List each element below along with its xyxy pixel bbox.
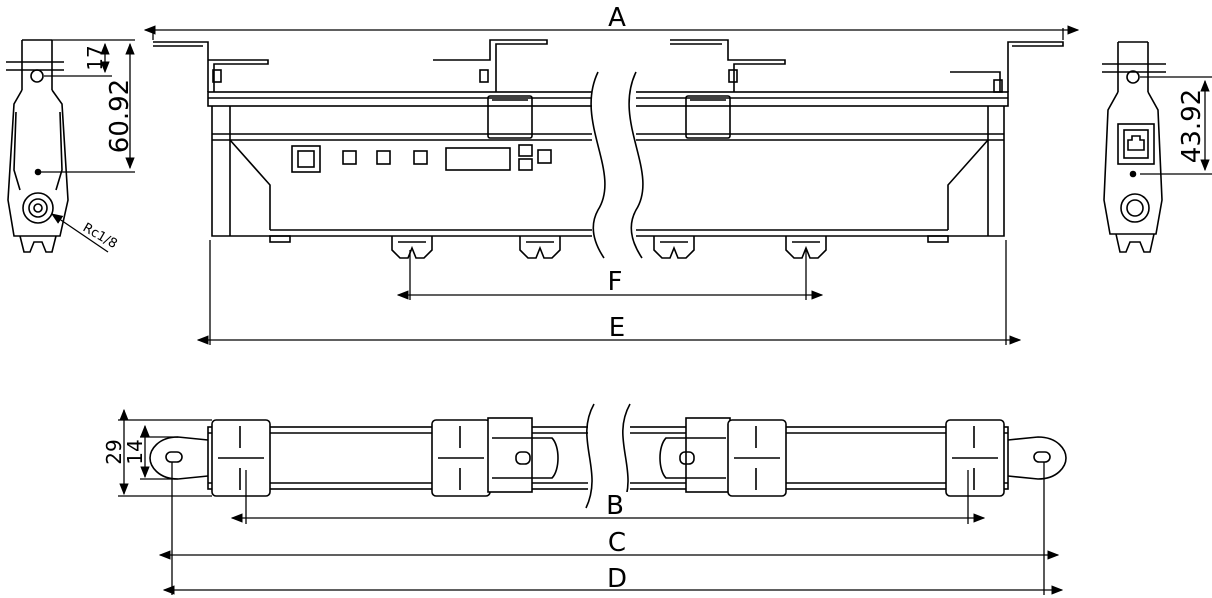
dimension-lines-left-side bbox=[40, 39, 135, 253]
dimension-label-E: E bbox=[609, 313, 625, 343]
dimension-label-60-92: 60.92 bbox=[105, 79, 135, 153]
mounting-bracket-left bbox=[153, 41, 269, 92]
dimension-lines-front bbox=[143, 25, 1080, 345]
plan-view bbox=[149, 417, 1067, 497]
rail-clamp-left bbox=[487, 95, 533, 139]
plan-clamp-left bbox=[487, 417, 559, 493]
nozzle-3 bbox=[653, 236, 695, 259]
right-side-view bbox=[1102, 41, 1166, 253]
mounting-bracket-right bbox=[950, 41, 1064, 93]
dimension-label-29: 29 bbox=[102, 439, 126, 464]
dimension-label-C: C bbox=[608, 528, 626, 558]
dimension-label-D: D bbox=[607, 564, 627, 594]
port-label-rc: Rc1/8 bbox=[80, 220, 120, 252]
plan-clamp-right bbox=[659, 417, 731, 493]
plan-bracket-3 bbox=[727, 419, 787, 497]
mounting-bracket-center-left bbox=[433, 39, 548, 92]
left-side-view bbox=[6, 39, 69, 253]
nozzle-2 bbox=[519, 236, 561, 259]
dimension-label-17: 17 bbox=[83, 45, 107, 70]
mounting-bracket-center-right bbox=[670, 39, 786, 92]
dimension-label-F: F bbox=[608, 267, 623, 297]
break-line-front bbox=[590, 70, 644, 260]
control-panel bbox=[291, 144, 552, 173]
plan-bracket-2 bbox=[431, 419, 491, 497]
dimension-label-43-92: 43.92 bbox=[1177, 89, 1207, 163]
plan-bracket-4 bbox=[945, 419, 1005, 497]
rail-clamp-right bbox=[685, 95, 731, 139]
nozzle-4 bbox=[785, 236, 827, 259]
dimension-lines-right-side bbox=[1140, 76, 1212, 175]
dimension-label-A: A bbox=[608, 3, 626, 33]
plan-bracket-1 bbox=[211, 419, 271, 497]
nozzle-1 bbox=[391, 236, 433, 259]
dimension-label-B: B bbox=[606, 491, 624, 521]
dimension-lines-plan bbox=[118, 408, 1064, 595]
dimension-label-14: 14 bbox=[123, 439, 147, 464]
